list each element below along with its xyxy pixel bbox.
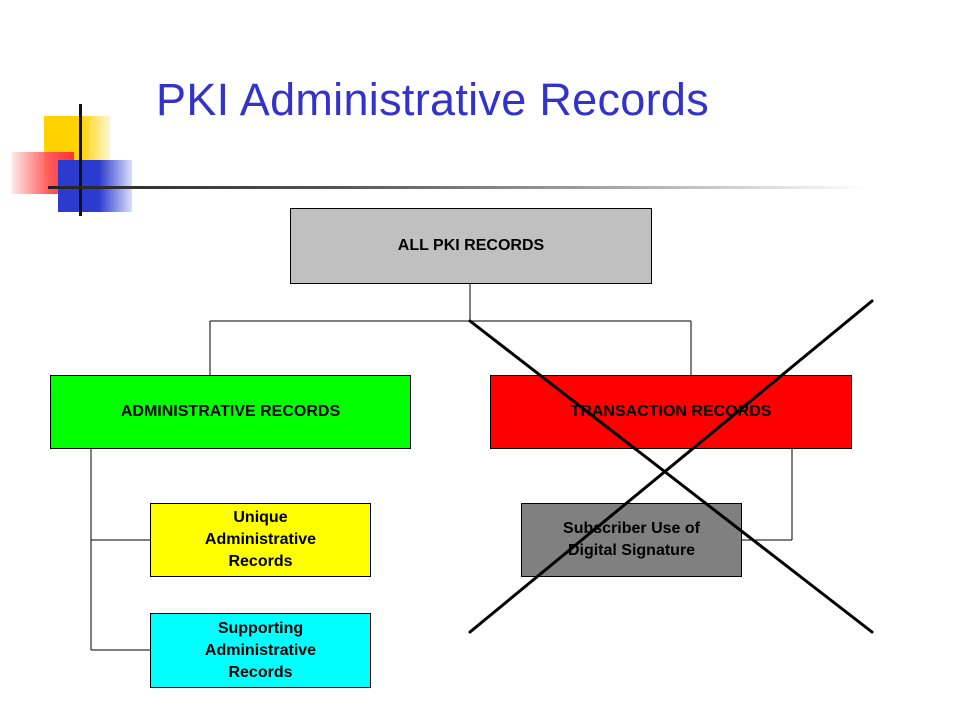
unique-line-1: Unique xyxy=(233,509,288,526)
box-all-pki-records: ALL PKI RECORDS xyxy=(290,208,652,284)
subscriber-line-1: Subscriber Use of xyxy=(563,520,700,537)
supporting-line-1: Supporting xyxy=(217,619,304,637)
subscriber-line-2: Digital Signature xyxy=(567,542,696,559)
supporting-line-2: Administrative xyxy=(204,641,317,659)
supporting-line-3: Records xyxy=(228,663,293,681)
box-administrative-records: ADMINISTRATIVE RECORDS xyxy=(50,375,411,449)
box-supporting-administrative-records: Supporting Administrative Records xyxy=(150,613,371,688)
box-unique-administrative-records: Unique Administrative Records xyxy=(150,503,371,577)
logo-vertical-line xyxy=(79,104,82,216)
unique-line-2: Administrative xyxy=(204,531,317,548)
box-transaction-records-label: TRANSACTION RECORDS xyxy=(570,403,772,420)
title-underline xyxy=(48,186,868,189)
box-administrative-records-label: ADMINISTRATIVE RECORDS xyxy=(120,403,341,420)
box-transaction-records: TRANSACTION RECORDS xyxy=(490,375,852,449)
box-subscriber-use-of-digital-signature: Subscriber Use of Digital Signature xyxy=(521,503,742,577)
cross-line-2 xyxy=(468,299,874,634)
box-all-pki-records-label: ALL PKI RECORDS xyxy=(397,237,545,254)
page-title: PKI Administrative Records xyxy=(156,74,710,125)
unique-line-3: Records xyxy=(228,553,293,570)
cross-line-1 xyxy=(468,319,874,634)
